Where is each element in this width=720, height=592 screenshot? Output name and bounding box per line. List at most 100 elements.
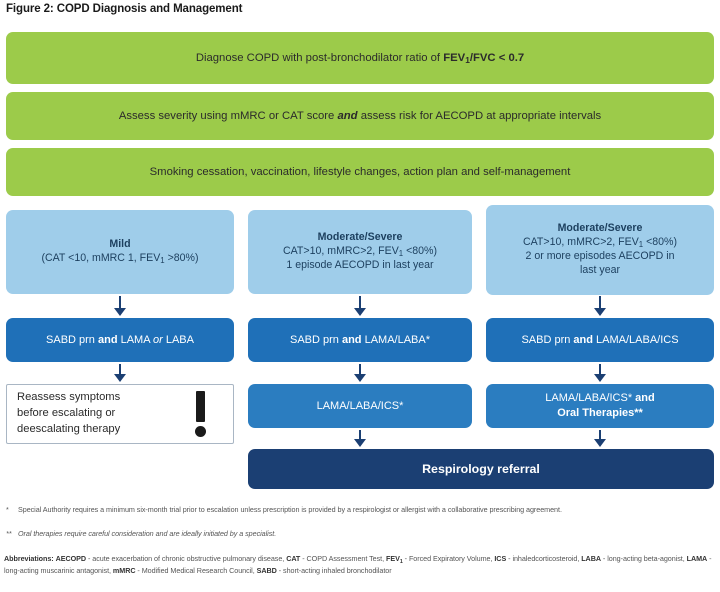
arrow-mild-to-treatment [113, 296, 127, 316]
reassess-line-1: Reassess symptoms [17, 391, 121, 404]
severity-box-moderate-1: Moderate/Severe CAT>10, mMRC>2, FEV1 <80… [248, 210, 472, 294]
abbrev-term-sabd: SABD [256, 565, 277, 575]
arrow-head [114, 374, 126, 382]
reassess-line-3: deescalating therapy [17, 422, 121, 435]
referral-box: Respirology referral [248, 449, 714, 489]
treatment-mild-part-b: LAMA [117, 333, 154, 346]
arrow-head [354, 439, 366, 447]
abbreviations-block: Abbreviations: AECOPD - acute exacerbati… [4, 553, 718, 576]
severity-box-mild: Mild (CAT <10, mMRC 1, FEV1 >80%) [6, 210, 234, 294]
treatment-mild-and: and [97, 333, 118, 346]
diagnose-fev-label: FEV [443, 51, 466, 64]
abbrev-def-ics-cont: corticosteroid, [535, 554, 582, 563]
arrow-head [114, 308, 126, 316]
treatment-moderate-1-second-text: LAMA/LABA/ICS* [316, 399, 404, 412]
treatment-moderate-2-and: and [573, 333, 593, 346]
treatment-moderate-2-second-text: LAMA/LABA/ICS* and Oral Therapies** [545, 391, 654, 420]
arrow-moderate1-to-referral [353, 430, 367, 447]
treatment-moderate-1-part-a: SABD prn [289, 333, 342, 346]
severity-mild-criteria-b: >80%) [164, 252, 199, 264]
step-management-text: Smoking cessation, vaccination, lifestyl… [149, 165, 571, 178]
exclamation-icon [187, 391, 213, 437]
treatment-box-moderate-2-first: SABD prn and LAMA/LABA/ICS [486, 318, 714, 362]
arrow-shaft [599, 430, 601, 440]
severity-moderate-2-episodes-cont: last year [579, 263, 621, 276]
abbrev-term-laba: LABA [581, 554, 601, 563]
assess-emphasis: and [337, 109, 358, 122]
arrow-mild-to-reassess [113, 364, 127, 382]
arrow-moderate2-to-treatment2 [593, 364, 607, 382]
footnote-1-mark: * [6, 505, 9, 514]
diagnose-prefix: Diagnose COPD with post-bronchodilator r… [195, 51, 444, 64]
severity-moderate-1-fev-subscript: 1 [398, 249, 404, 259]
treatment-moderate-2-text: SABD prn and LAMA/LABA/ICS [521, 333, 678, 348]
assess-prefix: Assess severity using mMRC or CAT score [118, 109, 338, 122]
severity-moderate-2-content: Moderate/Severe CAT>10, mMRC>2, FEV1 <80… [523, 222, 677, 278]
arrow-moderate2-to-referral [593, 430, 607, 447]
severity-box-moderate-2: Moderate/Severe CAT>10, mMRC>2, FEV1 <80… [486, 205, 714, 295]
arrow-head [594, 374, 606, 382]
severity-moderate-2-title: Moderate/Severe [557, 222, 643, 235]
treatment-moderate-2-part-a: SABD prn [521, 333, 574, 346]
arrow-head [594, 439, 606, 447]
step-management-box: Smoking cessation, vaccination, lifestyl… [6, 148, 714, 196]
arrow-head [354, 374, 366, 382]
arrow-head [594, 308, 606, 316]
treatment-box-moderate-2-second: LAMA/LABA/ICS* and Oral Therapies** [486, 384, 714, 428]
arrow-shaft [119, 296, 121, 309]
treatment-box-mild: SABD prn and LAMA or LABA [6, 318, 234, 362]
arrow-shaft [599, 364, 601, 375]
severity-mild-fev-subscript: 1 [160, 256, 165, 265]
severity-moderate-2-fev-subscript: 1 [638, 240, 644, 250]
abbrev-fev-subscript: 1 [399, 559, 403, 565]
arrow-shaft [359, 296, 361, 309]
diagnose-ratio-value: /FVC < 0.7 [469, 51, 525, 64]
abbrev-term-mmrc: mMRC [112, 565, 136, 575]
diagnose-fev-subscript: 1 [465, 54, 470, 65]
abbrev-def-laba: - long-acting beta-agonist, [600, 554, 687, 563]
treatment-moderate-1-and: and [341, 333, 362, 346]
abbrev-term-cat: CAT [286, 554, 301, 563]
step-assess-text: Assess severity using mMRC or CAT score … [119, 109, 601, 124]
step-diagnose-text: Diagnose COPD with post-bronchodilator r… [196, 51, 524, 66]
abbrev-def-sabd: - short-acting inhaled [276, 565, 345, 575]
severity-moderate-2-criteria-a: CAT>10, mMRC>2, FEV [522, 236, 639, 249]
step-diagnose-box: Diagnose COPD with post-bronchodilator r… [6, 32, 714, 84]
arrow-shaft [119, 364, 121, 375]
abbrev-term-aecopd: AECOPD [55, 554, 87, 563]
footnote-2-mark: ** [6, 529, 12, 538]
arrow-shaft [359, 430, 361, 440]
treatment-mild-part-c: LABA [162, 333, 194, 346]
arrow-head [354, 308, 366, 316]
abbrev-def-fev: - Forced Expiratory Volume, [402, 554, 495, 563]
reassess-text: Reassess symptoms before escalating or d… [17, 390, 187, 438]
abbrev-def-ics: - inhaled [506, 554, 536, 563]
abbrev-term-ics: ICS [494, 554, 507, 563]
severity-mild-criteria-a: (CAT <10, mMRC 1, FEV [41, 252, 161, 264]
treatment-moderate-2-second-part-a: LAMA/LABA/ICS* [545, 392, 636, 405]
arrow-moderate1-to-treatment1 [353, 296, 367, 316]
footnote-single-asterisk: * Special Authority requires a minimum s… [6, 505, 712, 516]
treatment-mild-part-a: SABD prn [46, 333, 98, 346]
abbrev-def-mmrc: - Modified Medical Research Council, [135, 565, 257, 575]
treatment-moderate-2-part-b: LAMA/LABA/ICS [592, 333, 679, 346]
assess-suffix: assess risk for AECOPD at appropriate in… [357, 109, 602, 122]
severity-moderate-2-episodes: 2 or more episodes AECOPD in [525, 250, 675, 262]
step-assess-box: Assess severity using mMRC or CAT score … [6, 92, 714, 140]
treatment-box-moderate-1-second: LAMA/LABA/ICS* [248, 384, 472, 428]
referral-label: Respirology referral [422, 461, 540, 476]
arrow-moderate2-to-treatment1 [593, 296, 607, 316]
severity-moderate-1-content: Moderate/Severe CAT>10, mMRC>2, FEV1 <80… [283, 231, 437, 273]
footnote-1-text: Special Authority requires a minimum six… [18, 505, 562, 514]
treatment-box-moderate-1-first: SABD prn and LAMA/LABA* [248, 318, 472, 362]
abbrev-def-lama: - long-acting muscarinic antagonist, [4, 554, 712, 575]
treatment-moderate-2-second-and: and [635, 392, 655, 405]
exclamation-dot [194, 426, 206, 437]
exclamation-bar [195, 391, 205, 422]
severity-moderate-1-episodes: 1 episode AECOPD in last year [286, 258, 434, 271]
footnote-2-text: Oral therapies require careful considera… [18, 529, 277, 538]
reassess-box: Reassess symptoms before escalating or d… [6, 384, 234, 444]
abbrev-def-sabd-cont: bronchodilator [346, 565, 392, 575]
treatment-moderate-1-text: SABD prn and LAMA/LABA* [290, 333, 430, 348]
